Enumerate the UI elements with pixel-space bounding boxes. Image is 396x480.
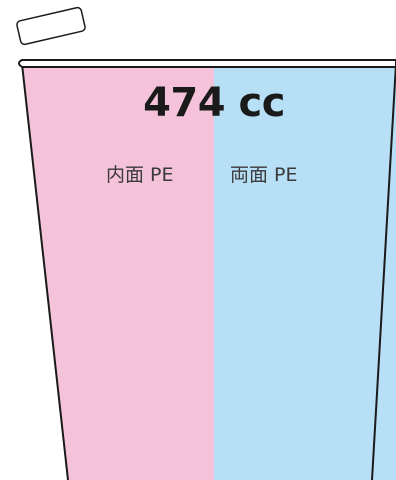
lid-icon bbox=[16, 6, 86, 46]
double-pe-label: 両面 PE bbox=[230, 164, 298, 186]
cup-left-wall bbox=[21, 63, 69, 480]
capacity-label: 474 cc bbox=[143, 80, 285, 126]
inner-pe-label: 内面 PE bbox=[106, 164, 174, 186]
cup-body bbox=[22, 64, 396, 480]
cup-right-wall bbox=[371, 63, 396, 480]
right-half-fill bbox=[214, 64, 396, 480]
cup-rim bbox=[18, 59, 396, 68]
left-half-fill bbox=[22, 64, 214, 480]
